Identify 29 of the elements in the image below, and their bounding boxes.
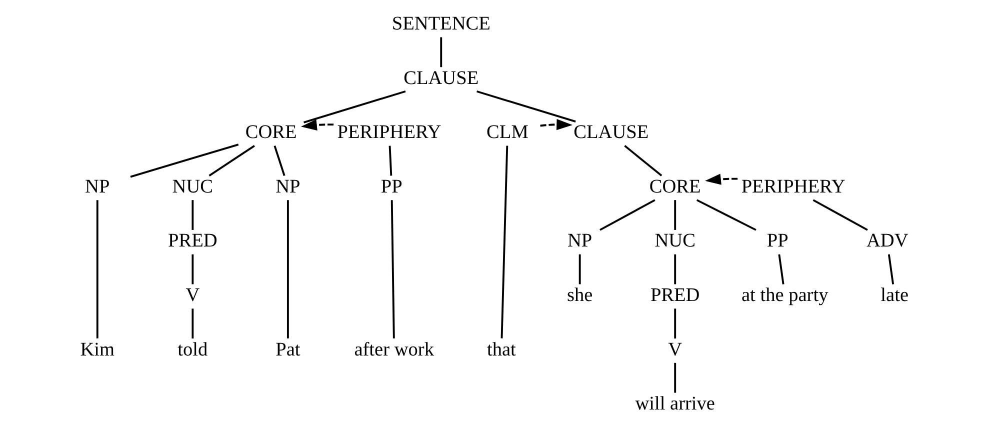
node-text: Pat xyxy=(275,339,300,360)
node-text: CORE xyxy=(648,176,700,198)
node-text: she xyxy=(566,284,592,306)
node-text: ADV xyxy=(866,230,908,252)
node-text: that xyxy=(486,339,516,360)
node-text: after work xyxy=(354,339,434,360)
node-text: at the party xyxy=(740,284,828,306)
node-text: PRED xyxy=(168,230,217,252)
node-text: NP xyxy=(84,176,110,198)
node-text: PP xyxy=(380,176,402,198)
node-text: V xyxy=(185,284,200,306)
node-text: Kim xyxy=(80,339,114,360)
node-text: PERIPHERY xyxy=(336,122,441,144)
node-text: CLAUSE xyxy=(573,122,648,144)
node-text: PRED xyxy=(650,284,700,306)
node-text: NP xyxy=(275,176,300,198)
node-text: NUC xyxy=(172,176,213,198)
node-text: V xyxy=(668,339,682,360)
node-text: NUC xyxy=(654,230,695,252)
node-text: late xyxy=(880,284,908,306)
node-text: told xyxy=(177,339,208,360)
node-text: CLAUSE xyxy=(403,68,478,89)
node-text: PP xyxy=(766,230,788,252)
node-text: NP xyxy=(566,230,592,252)
node-text: will arrive xyxy=(634,394,714,415)
node-text: PERIPHERY xyxy=(740,176,845,198)
node-text: CLM xyxy=(486,122,528,144)
node-text: SENTENCE xyxy=(391,14,490,35)
node-text: CORE xyxy=(244,122,296,144)
